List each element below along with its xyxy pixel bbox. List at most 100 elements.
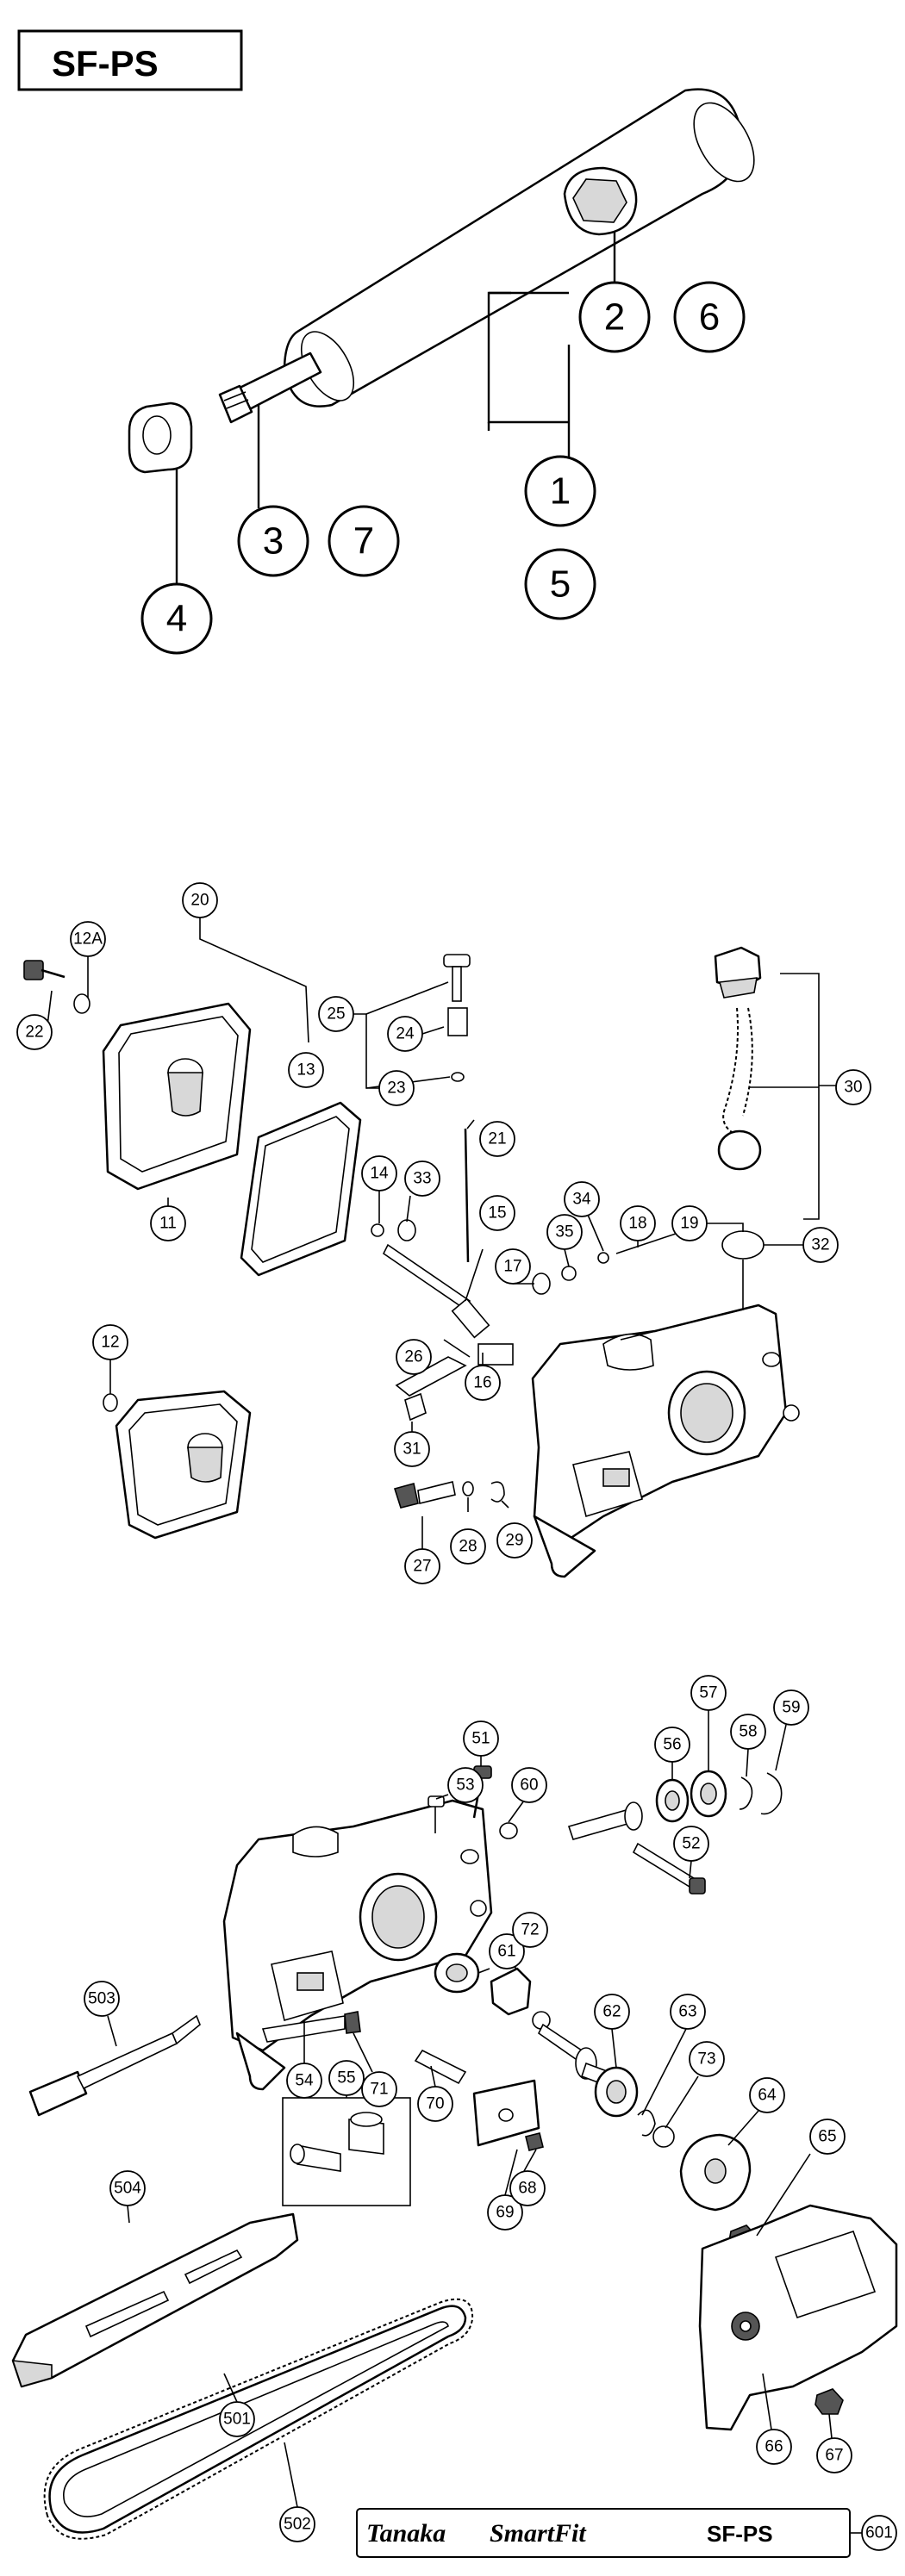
callout-6: 6: [673, 281, 746, 353]
sprocket-64-part: [679, 2133, 752, 2212]
callout-27: 27: [404, 1548, 440, 1584]
callout-57: 57: [690, 1675, 727, 1711]
svg-text:67: 67: [825, 2447, 843, 2465]
callout-56: 56: [654, 1727, 690, 1763]
svg-text:34: 34: [572, 1191, 591, 1209]
oil-cap-part: [714, 946, 762, 1171]
svg-text:601: 601: [865, 2524, 893, 2542]
o-ring-28-part: [462, 1481, 474, 1496]
svg-text:501: 501: [223, 2411, 251, 2429]
washer-34-part: [597, 1252, 609, 1264]
callout-3: 3: [237, 505, 309, 577]
callout-18: 18: [620, 1205, 656, 1241]
callout-66: 66: [756, 2429, 792, 2465]
bolt-part: [443, 954, 471, 1082]
svg-text:27: 27: [413, 1558, 431, 1576]
svg-text:5: 5: [550, 563, 571, 606]
brand-label: Tanaka SmartFit SF-PS: [356, 2508, 862, 2558]
svg-text:72: 72: [521, 1921, 539, 1939]
nut-67-part: [814, 2388, 844, 2415]
callout-59: 59: [773, 1689, 809, 1726]
callout-33: 33: [404, 1160, 440, 1197]
circlip-59-part: [760, 1772, 783, 1815]
pump-shaft-part: [382, 1243, 514, 1397]
tank-cover-part: [102, 1002, 252, 1191]
svg-text:52: 52: [682, 1835, 700, 1853]
callout-502: 502: [279, 2506, 315, 2542]
callout-63: 63: [670, 1994, 706, 2030]
svg-text:28: 28: [459, 1538, 477, 1556]
brand-product: SmartFit: [490, 2519, 587, 2548]
svg-text:61: 61: [497, 1943, 515, 1961]
svg-text:59: 59: [782, 1699, 800, 1717]
callout-4: 4: [140, 582, 213, 655]
side-cover-66-part: [698, 2204, 898, 2431]
callout-13: 13: [288, 1052, 324, 1088]
callout-32: 32: [802, 1227, 839, 1263]
callout-19: 19: [671, 1205, 708, 1241]
clip-part: [490, 1481, 505, 1503]
callout-25: 25: [318, 996, 354, 1032]
screw-part: [23, 960, 66, 980]
bearing-57-part: [690, 1770, 727, 1818]
callout-503: 503: [84, 1981, 120, 2017]
bar-cover-504-part: [11, 2212, 299, 2388]
svg-text:15: 15: [488, 1204, 506, 1223]
callout-31: 31: [394, 1431, 430, 1467]
callout-55: 55: [328, 2060, 365, 2096]
adjuster-kit-55-part: [282, 2097, 411, 2206]
callout-7: 7: [328, 505, 400, 577]
callout-1: 1: [524, 455, 596, 527]
svg-text:503: 503: [88, 1990, 115, 2008]
svg-text:55: 55: [337, 2069, 355, 2088]
bolt-52-part: [632, 1842, 706, 1895]
callout-28: 28: [450, 1528, 486, 1565]
svg-text:21: 21: [488, 1130, 506, 1148]
rod-part: [464, 1128, 470, 1263]
pole-tube-part: [218, 88, 755, 424]
brand-model: SF-PS: [707, 2521, 773, 2547]
gear-case-part: [531, 1304, 800, 1578]
callout-51: 51: [463, 1720, 499, 1757]
spring-part: [615, 1240, 656, 1254]
svg-text:58: 58: [739, 1723, 757, 1741]
washer-35-part: [561, 1266, 577, 1281]
nut-part: [128, 401, 193, 474]
callout-69: 69: [487, 2194, 523, 2231]
washer-14-part: [371, 1223, 384, 1237]
callout-53: 53: [447, 1767, 484, 1803]
pin-70-part: [414, 2049, 467, 2085]
svg-text:23: 23: [387, 1080, 405, 1098]
callout-29: 29: [496, 1522, 533, 1559]
callout-67: 67: [816, 2437, 852, 2473]
bearing-61-part: [434, 1952, 480, 1994]
svg-text:73: 73: [697, 2050, 715, 2069]
callout-61: 61: [489, 1933, 525, 1969]
svg-text:32: 32: [811, 1236, 829, 1254]
svg-text:31: 31: [403, 1440, 421, 1459]
brand-name: Tanaka: [366, 2519, 446, 2548]
svg-text:22: 22: [25, 1024, 43, 1042]
svg-text:69: 69: [496, 2204, 514, 2222]
callout-58: 58: [730, 1714, 766, 1750]
o-ring-part: [721, 1230, 765, 1260]
callout-504: 504: [109, 2170, 146, 2206]
callout-34: 34: [564, 1181, 600, 1217]
bearing-62-part: [594, 2066, 639, 2118]
wrench-part: [28, 2014, 201, 2117]
callout-501: 501: [219, 2401, 255, 2437]
guide-bar-part: [48, 2305, 467, 2534]
callout-12: 12: [92, 1324, 128, 1360]
svg-text:70: 70: [426, 2095, 444, 2113]
callout-54: 54: [286, 2063, 322, 2099]
callout-2: 2: [578, 281, 651, 353]
oil-cap-cover-part: [115, 1390, 252, 1540]
svg-text:30: 30: [844, 1079, 862, 1097]
callout-14: 14: [361, 1155, 397, 1192]
svg-text:19: 19: [680, 1215, 698, 1233]
svg-text:33: 33: [413, 1170, 431, 1188]
svg-text:25: 25: [327, 1005, 345, 1024]
callout-52: 52: [673, 1826, 709, 1862]
callout-22: 22: [16, 1014, 53, 1050]
washer-33-part: [397, 1219, 416, 1241]
